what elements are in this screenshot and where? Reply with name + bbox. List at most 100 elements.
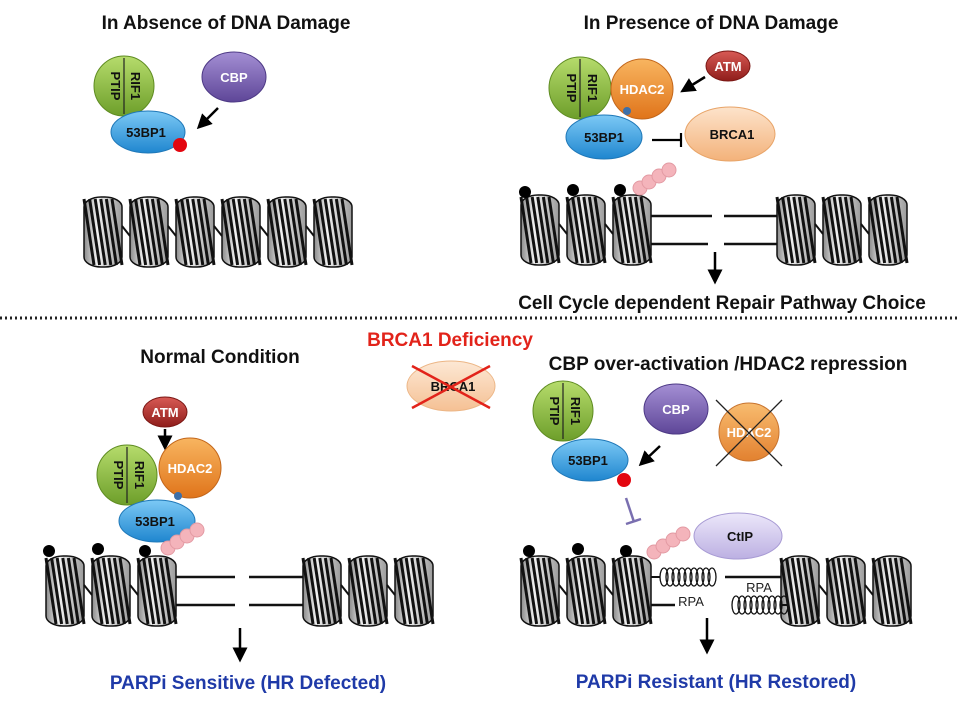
- cbp-label: CBP: [662, 402, 690, 417]
- rpa-coated-ssdna: [731, 595, 789, 615]
- ubiquitin-chain: [632, 162, 677, 196]
- brca1-deficiency-label: BRCA1 Deficiency: [367, 330, 533, 351]
- linker-dna: [83, 584, 93, 596]
- brca1-protein: [684, 106, 776, 162]
- inhibition-symbol: [624, 497, 642, 526]
- linker-dna: [259, 225, 269, 237]
- atm-label: ATM: [151, 405, 178, 420]
- linker-dna: [305, 225, 315, 237]
- cross-mark: [411, 364, 491, 410]
- linker-dna: [558, 223, 568, 235]
- rif1-label: RIF1: [128, 72, 143, 100]
- deacetylation-mark: [623, 107, 631, 115]
- cbp-arrow: [638, 445, 661, 467]
- methylation-mark: [139, 545, 151, 557]
- nucleosome: [174, 196, 216, 268]
- ctip-label: CtIP: [727, 529, 753, 544]
- rpa-label-left: RPA: [678, 594, 704, 609]
- nucleosome: [779, 555, 821, 627]
- deacetylation-mark: [174, 492, 182, 500]
- title-normal-condition: Normal Condition: [140, 347, 299, 368]
- methylation-mark: [523, 545, 535, 557]
- methylation-mark: [567, 184, 579, 196]
- ptip-label: PTIP: [111, 461, 126, 490]
- top-right-complex: RIF1 PTIP HDAC2 ATM 53BP1 BRCA1: [548, 50, 776, 285]
- chromatin-bottom-left: [43, 543, 435, 627]
- bottom-left-complex: ATM RIF1 PTIP HDAC2 53BP1: [96, 396, 248, 663]
- linker-dna: [386, 584, 396, 596]
- 53bp1-protein: [110, 110, 186, 154]
- linker-dna: [213, 225, 223, 237]
- linker-dna: [814, 223, 824, 235]
- nucleosome: [565, 555, 607, 627]
- nucleosome: [821, 194, 863, 266]
- cross-mark: [715, 399, 783, 467]
- brca1-deficient: BRCA1: [406, 360, 496, 412]
- chromatin-top-left: [82, 196, 354, 268]
- ctip-protein: [693, 512, 783, 560]
- methylation-mark: [620, 545, 632, 557]
- title-presence-dna-damage: In Presence of DNA Damage: [584, 13, 839, 34]
- 53bp1-label: 53BP1: [568, 453, 608, 468]
- atm-protein: [705, 50, 751, 82]
- linker-dna: [604, 584, 614, 596]
- nucleosome: [301, 555, 343, 627]
- dna-strands: [176, 214, 789, 615]
- ubiquitin-chain: [160, 522, 205, 556]
- hdac2-protein: [158, 437, 222, 499]
- nucleosome: [519, 555, 561, 627]
- nucleosome: [565, 194, 607, 266]
- repair-pathway-choice-label: Cell Cycle dependent Repair Pathway Choi…: [518, 293, 926, 314]
- linker-dna: [129, 584, 139, 596]
- chromatin-bottom-right: [519, 543, 913, 627]
- hdac2-label: HDAC2: [620, 82, 665, 97]
- nucleosome: [871, 555, 913, 627]
- chromatin-top-right: [519, 184, 909, 266]
- rif1-label: RIF1: [585, 74, 600, 102]
- ubiquitin-chain: [646, 526, 691, 560]
- nucleosome: [393, 555, 435, 627]
- ptip-label: PTIP: [108, 72, 123, 101]
- nucleosome: [44, 555, 86, 627]
- nucleosome: [825, 555, 867, 627]
- parpi-sensitive-label: PARPi Sensitive (HR Defected): [110, 673, 386, 694]
- methylation-mark: [92, 543, 104, 555]
- hdac2-label: HDAC2: [168, 461, 213, 476]
- cbp-label: CBP: [220, 70, 248, 85]
- cbp-protein: [201, 51, 267, 103]
- acetylation-mark: [173, 138, 187, 152]
- linker-dna: [818, 584, 828, 596]
- 53bp1-protein: [565, 114, 643, 160]
- brca1-label: BRCA1: [710, 127, 755, 142]
- linker-dna: [121, 225, 131, 237]
- nucleosome: [82, 196, 124, 268]
- methylation-mark: [614, 184, 626, 196]
- 53bp1-label: 53BP1: [584, 130, 624, 145]
- title-cbp-overactivation: CBP over-activation /HDAC2 repression: [549, 354, 908, 375]
- 53bp1-protein: [551, 438, 629, 482]
- atm-arrow: [680, 75, 706, 93]
- 53bp1-protein: [118, 499, 196, 543]
- cbp-protein: [643, 383, 709, 435]
- top-left-complex: RIF1 PTIP CBP 53BP1: [93, 51, 267, 154]
- 53bp1-label: 53BP1: [135, 514, 175, 529]
- ptip-label: PTIP: [564, 74, 579, 103]
- methylation-mark: [572, 543, 584, 555]
- nucleosome: [611, 555, 653, 627]
- inhibition-symbol: [652, 133, 683, 147]
- hdac2-protein: [610, 58, 674, 120]
- nucleosome: [312, 196, 354, 268]
- parpi-resistant-label: PARPi Resistant (HR Restored): [576, 672, 856, 693]
- linker-dna: [860, 223, 870, 235]
- linker-dna: [604, 223, 614, 235]
- nucleosome: [867, 194, 909, 266]
- rpa-label-right: RPA: [746, 580, 772, 595]
- linker-dna: [864, 584, 874, 596]
- nucleosome: [90, 555, 132, 627]
- acetylation-mark: [617, 473, 631, 487]
- title-absence-dna-damage: In Absence of DNA Damage: [102, 13, 351, 34]
- cbp-arrow: [196, 107, 219, 130]
- nucleosome: [136, 555, 178, 627]
- nucleosome: [266, 196, 308, 268]
